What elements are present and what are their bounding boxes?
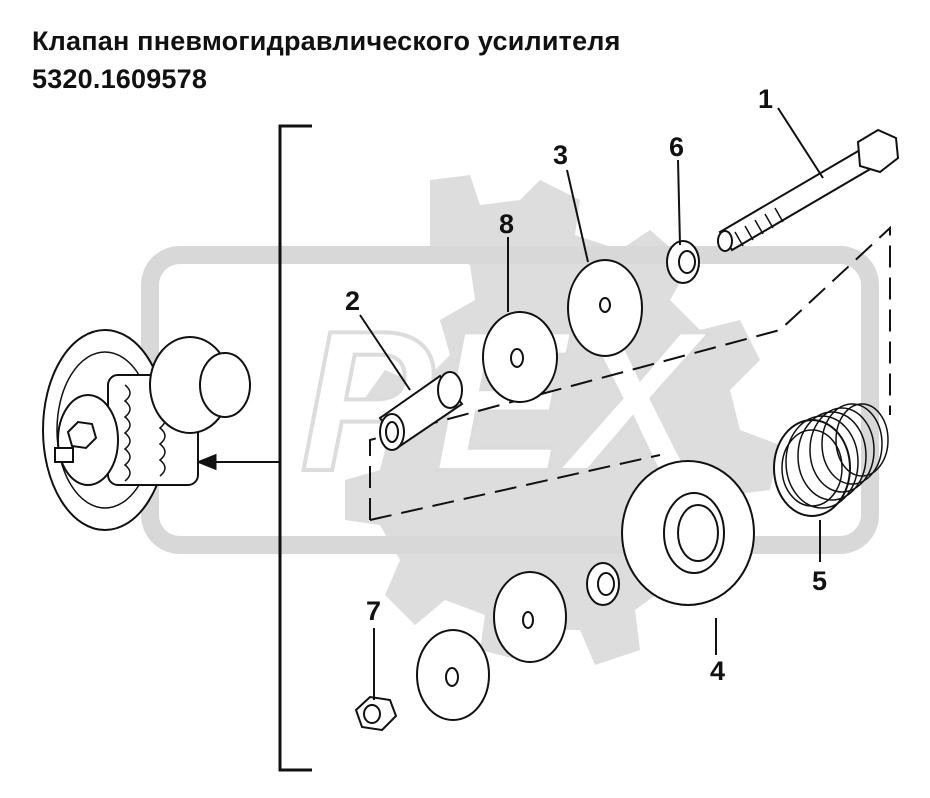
leader-lines	[359, 107, 824, 700]
part-lock-washer-bottom	[586, 562, 620, 606]
diagram-part-number: 5320.1609578	[32, 64, 208, 94]
part-nut	[354, 695, 398, 732]
diagram-title: Клапан пневмогидравлического усилителя	[32, 26, 621, 56]
part-conical-spring	[773, 403, 889, 517]
callout-3: 3	[553, 140, 568, 170]
callout-2: 2	[345, 286, 360, 316]
callout-7: 7	[366, 596, 381, 626]
part-lock-washer-top	[666, 240, 700, 284]
part-sleeve	[378, 371, 464, 451]
part-bolt	[717, 128, 900, 252]
part-washer-3	[567, 259, 643, 357]
part-washer-8	[482, 311, 558, 403]
assembly-guide-lines	[369, 225, 891, 521]
part-washer-lower-right	[493, 571, 567, 663]
callout-5: 5	[812, 566, 827, 596]
callout-4: 4	[710, 656, 725, 686]
callout-6: 6	[669, 132, 684, 162]
callout-1: 1	[758, 84, 773, 114]
assembly-bracket	[195, 124, 312, 772]
callout-8: 8	[499, 209, 514, 239]
part-washer-lower-left	[416, 629, 490, 721]
valve-assembly	[42, 329, 251, 531]
part-large-washer	[621, 460, 755, 606]
